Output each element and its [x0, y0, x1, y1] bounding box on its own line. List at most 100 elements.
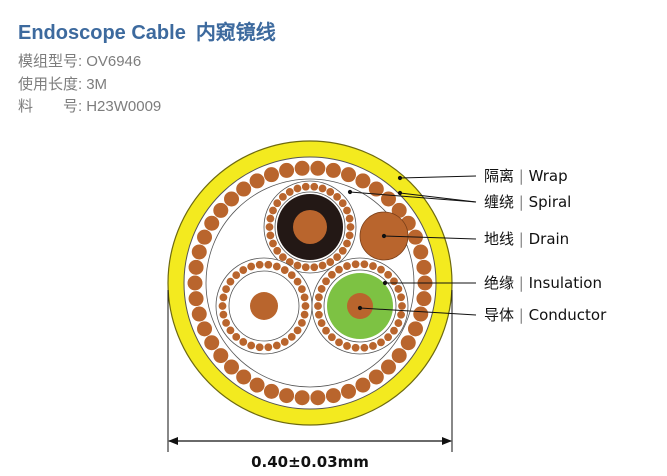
spiral-strand: [294, 160, 311, 177]
spiral-strand: [396, 292, 406, 302]
leader-spiral-b: [349, 191, 477, 203]
spiral-strand: [292, 183, 302, 193]
spec-part-no-label-a: 料: [18, 98, 34, 115]
spiral-strand: [246, 262, 256, 272]
spiral-strand: [265, 230, 275, 240]
spiral-strand: [225, 325, 235, 335]
spiral-strand: [264, 222, 274, 232]
spiral-strand: [368, 341, 378, 351]
title-en: Endoscope Cable: [18, 22, 186, 44]
callout-wrap: 隔离 | Wrap: [484, 167, 568, 185]
spec-part-no-value: H23W0009: [86, 98, 162, 115]
spiral-strand: [342, 238, 352, 248]
spiral-strand: [400, 334, 417, 351]
spiral-strand: [263, 260, 273, 270]
spiral-strand: [285, 187, 295, 197]
spiral-strand: [297, 318, 307, 328]
spiral-strand: [309, 389, 326, 406]
spiral-strand: [218, 310, 228, 320]
spiral-strand: [248, 377, 266, 394]
spiral-strand: [345, 214, 355, 224]
spiral-strand: [332, 252, 342, 262]
spiral-strand: [345, 230, 355, 240]
spiral-strand: [235, 368, 252, 386]
spiral-strand: [412, 243, 429, 261]
core-green-spiral: [313, 259, 407, 353]
spiral-strand: [334, 337, 344, 347]
spiral-strand: [415, 259, 433, 276]
spiral-strand: [415, 290, 433, 307]
spiral-strand: [221, 284, 231, 294]
spiral-strand: [231, 332, 241, 342]
spec-length-label: 使用长度: [18, 76, 79, 93]
spiral-strand: [203, 334, 220, 351]
spiral-strand: [389, 326, 399, 336]
spiral-strand: [297, 284, 307, 294]
core-black-spiral: [264, 182, 355, 272]
spiral-strand: [325, 162, 342, 179]
spec-model: 模组型号:OV6946: [18, 53, 142, 70]
spiral-strand: [351, 259, 361, 269]
spiral-strand: [389, 276, 399, 286]
spiral-strand: [321, 326, 331, 336]
spiral-strand: [368, 180, 385, 198]
spiral-strand: [359, 259, 369, 269]
spiral-strand: [292, 261, 302, 271]
outer-spiral-shield: [186, 160, 434, 406]
spiral-strand: [396, 310, 406, 320]
spiral-strand: [191, 305, 208, 323]
callout-insulation: 绝缘 | Insulation: [484, 274, 602, 292]
spec-model-value: OV6946: [86, 53, 142, 70]
core-black: [263, 180, 357, 274]
spiral-strand: [397, 301, 407, 311]
spiral-strand: [317, 318, 327, 328]
spiral-strand: [354, 377, 372, 394]
spiral-strand: [223, 190, 240, 208]
spiral-strand: [321, 276, 331, 286]
spiral-strand: [376, 265, 386, 275]
callout-spiral: 缠绕 | Spiral: [484, 193, 571, 211]
spiral-strand: [212, 202, 229, 219]
callout-conductor: 导体 | Conductor: [484, 306, 607, 324]
spiral-strand: [278, 162, 295, 179]
spiral-strand: [351, 343, 361, 353]
spiral-strand: [300, 301, 310, 311]
spiral-strand: [225, 277, 235, 287]
spiral-strand: [293, 325, 303, 335]
spiral-strand: [342, 261, 352, 271]
spiral-strand: [368, 261, 378, 271]
core-white-conductor: [250, 292, 278, 320]
spiral-strand: [313, 301, 323, 311]
spiral-strand: [294, 389, 311, 406]
spiral-strand: [263, 383, 280, 400]
spiral-strand: [359, 343, 369, 353]
spiral-strand: [309, 262, 319, 272]
spiral-strand: [196, 229, 213, 246]
spiral-strand: [278, 252, 288, 262]
callout-drain: 地线 | Drain: [484, 230, 569, 248]
spiral-strand: [327, 332, 337, 342]
spiral-strand: [186, 274, 204, 292]
spiral-strand: [287, 270, 297, 280]
spiral-strand: [255, 260, 265, 270]
spiral-strand: [380, 358, 397, 376]
spiral-strand: [325, 187, 335, 197]
spiral-strand: [278, 387, 295, 404]
spec-length-value: 3M: [86, 76, 108, 93]
spiral-strand: [231, 270, 241, 280]
dimension-label: 0.40±0.03mm: [251, 453, 369, 471]
spiral-strand: [246, 340, 256, 350]
spiral-strand: [268, 238, 278, 248]
core-white: [215, 257, 313, 355]
spiral-strand: [238, 265, 248, 275]
spiral-strand: [238, 337, 248, 347]
spiral-strand: [309, 182, 319, 192]
spiral-strand: [393, 284, 403, 294]
spiral-strand: [325, 387, 342, 404]
spiral-strand: [342, 341, 352, 351]
spiral-strand: [218, 292, 228, 302]
spiral-strand: [342, 206, 352, 216]
core-white-spiral: [218, 260, 310, 352]
